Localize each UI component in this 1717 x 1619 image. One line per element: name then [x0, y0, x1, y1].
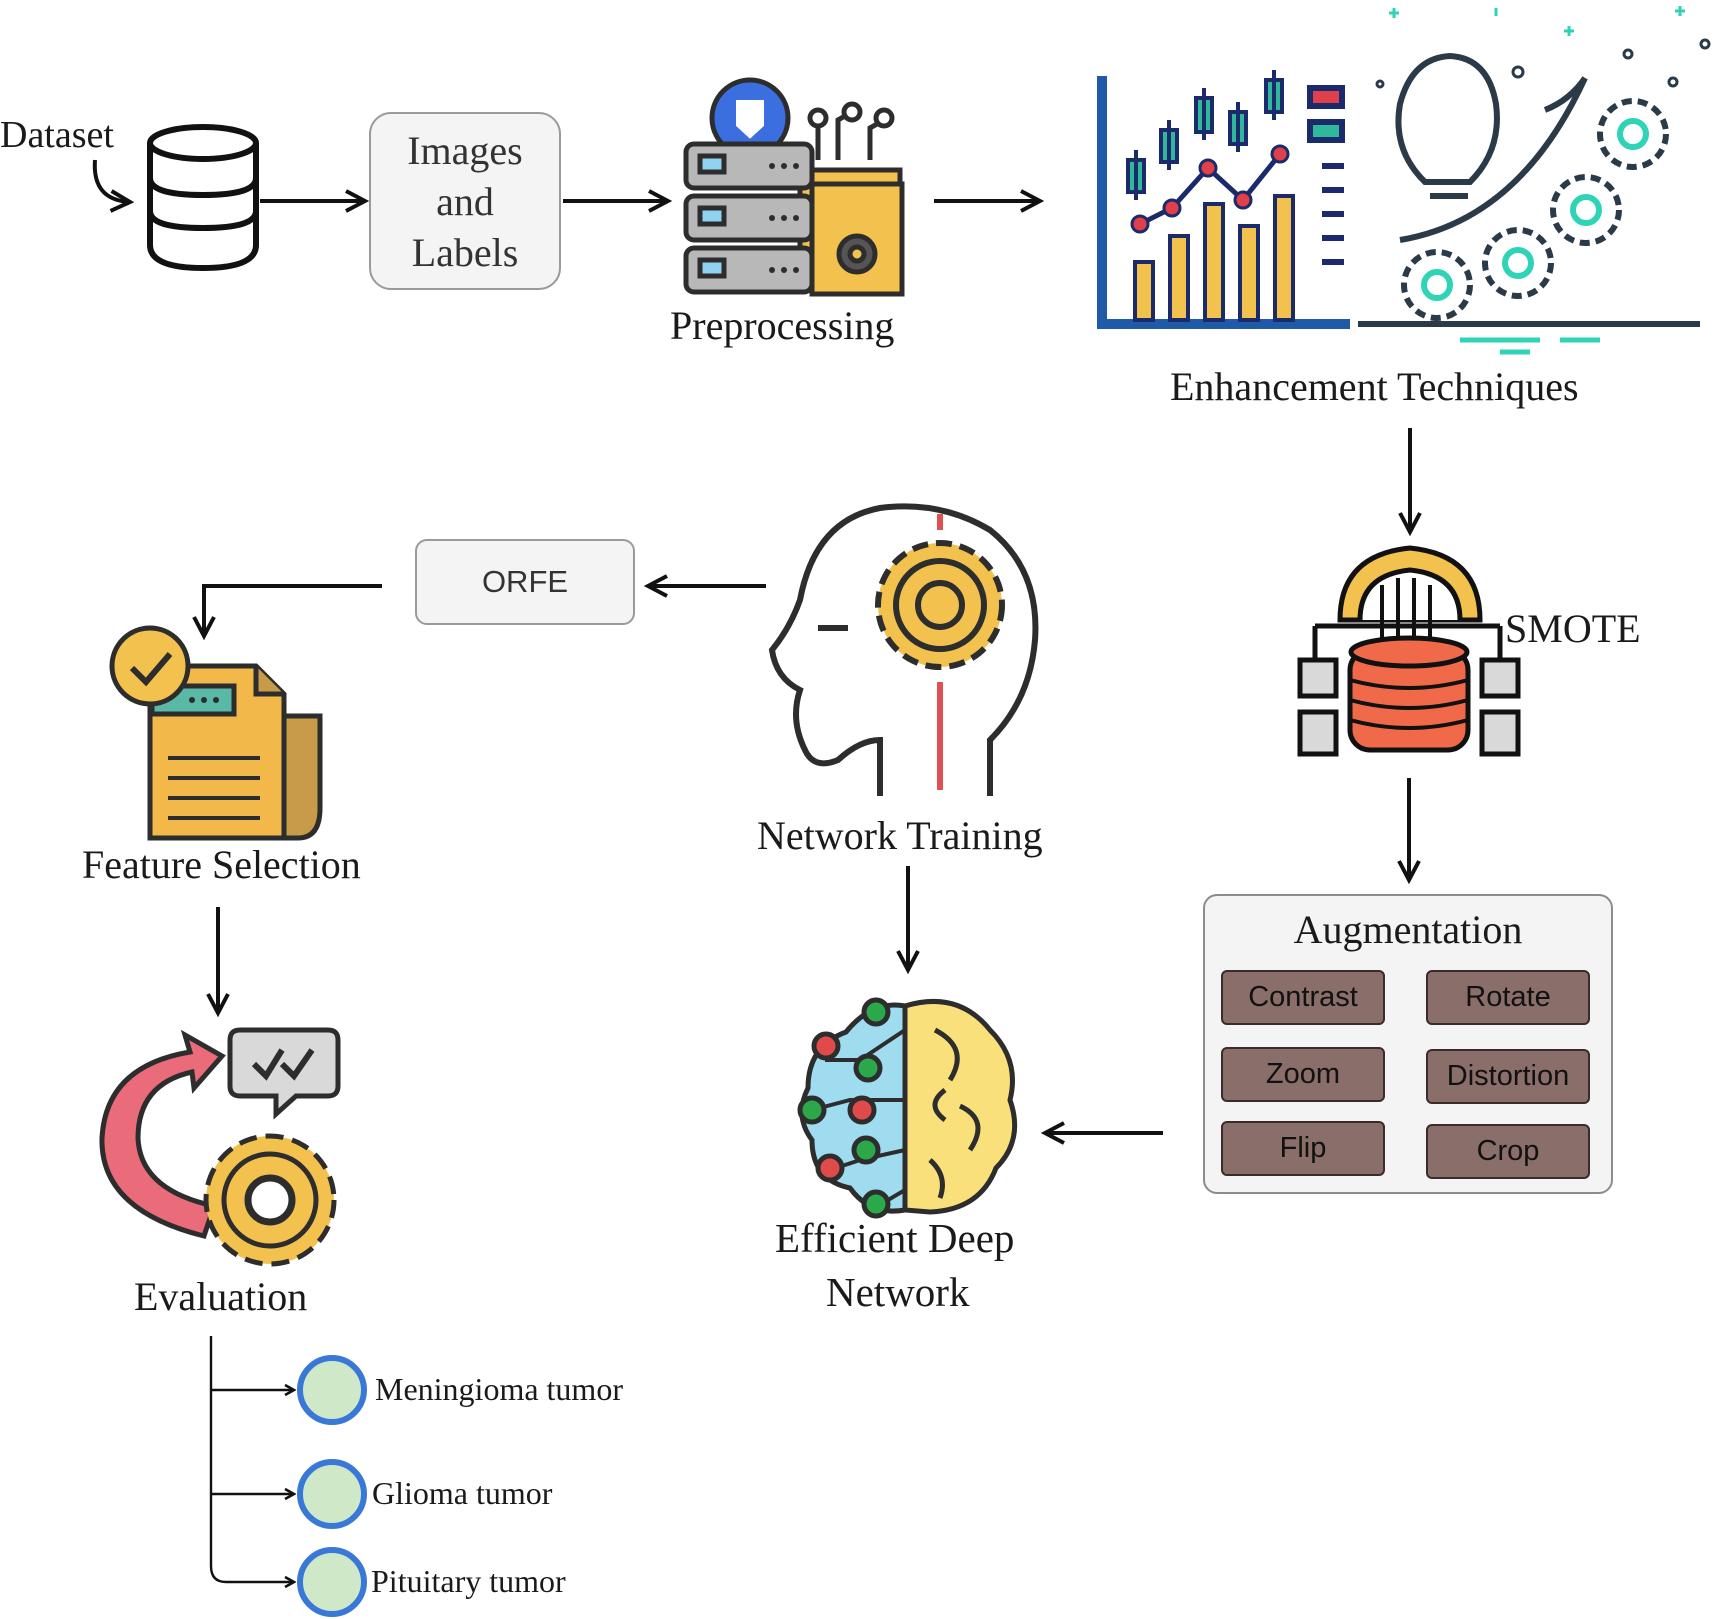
arrow-dataset-curl — [92, 159, 130, 202]
aug-contrast: Contrast — [1221, 970, 1385, 1025]
evaluation-label: Evaluation — [134, 1274, 308, 1319]
evaluation-cycle-icon — [99, 1027, 341, 1267]
data-gear-icon — [1297, 545, 1521, 757]
connectors — [92, 159, 1410, 1133]
images-labels-line-2: and — [436, 178, 494, 224]
enhancement-label: Enhancement Techniques — [1170, 364, 1579, 409]
brain-circuit-icon — [797, 997, 1018, 1219]
bullet-meningioma — [297, 1355, 367, 1425]
images-labels-line-1: Images — [407, 127, 523, 173]
smote-label: SMOTE — [1505, 606, 1641, 651]
analytics-chart-icon — [1097, 70, 1350, 329]
augmentation-title: Augmentation — [1293, 907, 1523, 952]
class-connectors — [209, 1336, 294, 1582]
aug-flip: Flip — [1221, 1121, 1385, 1176]
class-glioma: Glioma tumor — [372, 1475, 553, 1511]
efficient-network-line-2: Network — [826, 1269, 970, 1315]
dataset-label: Dataset — [0, 114, 114, 156]
brain-gear-head-icon — [768, 503, 1039, 796]
feature-selection-label: Feature Selection — [82, 842, 361, 887]
aug-rotate: Rotate — [1426, 970, 1590, 1025]
efficient-network-line-1: Efficient Deep — [775, 1215, 1015, 1261]
lightbulb-gears-icon — [1358, 6, 1711, 355]
class-meningioma: Meningioma tumor — [375, 1371, 623, 1407]
aug-distortion: Distortion — [1426, 1049, 1590, 1104]
orfe-box: ORFE — [415, 539, 635, 625]
images-labels-box: Images and Labels — [369, 112, 561, 290]
aug-zoom: Zoom — [1221, 1047, 1385, 1102]
document-check-icon — [109, 625, 323, 841]
bullet-pituitary — [297, 1547, 367, 1617]
bullet-glioma — [297, 1459, 367, 1529]
network-training-label: Network Training — [757, 813, 1043, 858]
preprocessing-label: Preprocessing — [670, 303, 895, 348]
class-pituitary: Pituitary tumor — [371, 1563, 566, 1599]
arrow-orfe-to-feature-selection — [204, 584, 382, 636]
augmentation-panel: Augmentation Contrast Rotate Zoom Distor… — [1203, 894, 1613, 1194]
database-icon — [147, 124, 259, 272]
server-settings-icon — [683, 77, 905, 297]
images-labels-line-3: Labels — [411, 229, 519, 275]
class-bullets — [297, 1355, 367, 1617]
aug-crop: Crop — [1426, 1124, 1590, 1179]
